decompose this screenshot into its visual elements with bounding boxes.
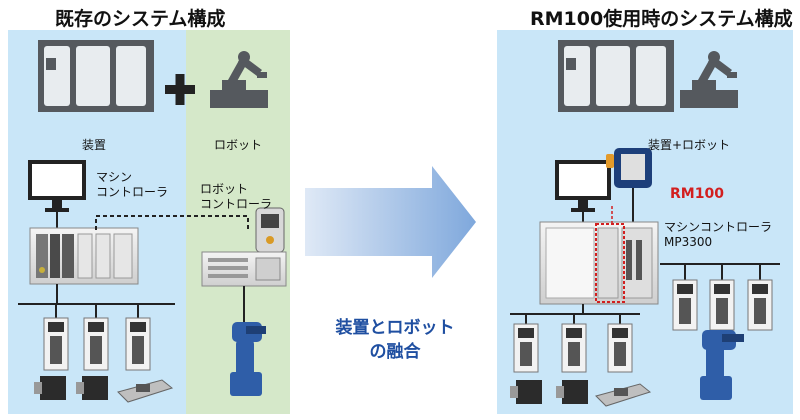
mp3300-controller-icon [539, 221, 659, 305]
rm100-highlight-box [595, 223, 625, 303]
servo-drive-icon [561, 323, 587, 373]
industrial-robot-icon [700, 330, 744, 400]
machine-controller-label: マシン コントローラ [96, 170, 168, 200]
plus-icon [165, 74, 195, 105]
monitor-icon [555, 160, 611, 212]
equipment-cabinet-icon [558, 40, 674, 112]
servo-drive-icon [672, 279, 698, 331]
robot-controller-icon [201, 251, 287, 287]
arrow-icon [305, 166, 476, 278]
robot-arm-icon [680, 51, 738, 108]
mp3300-label-line2: MP3300 [664, 235, 713, 249]
robot-arm-icon [210, 51, 268, 108]
teach-pendant-icon [606, 148, 652, 188]
mp3300-label-line1: マシンコントローラ [664, 220, 773, 234]
servo-motor-icon [556, 380, 588, 404]
equipment-label: 装置 [82, 138, 107, 152]
machine-controller-label-line1: マシン [96, 170, 133, 184]
equipment-cabinet-icon [38, 40, 154, 112]
fusion-caption-line1: 装置とロボット [335, 318, 455, 338]
servo-drive-icon [513, 323, 539, 373]
servo-drive-icon [709, 279, 735, 331]
machine-controller-label-line2: コントローラ [96, 185, 169, 199]
servo-drive-icon [43, 317, 69, 371]
linear-actuator-icon [117, 379, 174, 403]
left-title: 既存のシステム構成 [55, 8, 226, 30]
monitor-icon [28, 160, 86, 212]
teach-pendant-icon [255, 207, 285, 253]
robot-controller-label-line2: コントローラ [200, 197, 273, 211]
equipment-robot-label: 装置+ロボット [648, 138, 731, 152]
servo-drive-icon [125, 317, 151, 371]
robot-controller-label-line1: ロボット [200, 182, 249, 196]
servo-motor-icon [76, 376, 108, 400]
robot-label: ロボット [214, 138, 263, 152]
fusion-caption: 装置とロボット の融合 [305, 316, 485, 364]
servo-drive-icon [83, 317, 109, 371]
servo-motor-icon [34, 376, 66, 400]
servo-drive-icon [607, 323, 633, 373]
robot-controller-label: ロボット コントローラ [200, 182, 272, 212]
servo-motor-icon [510, 380, 542, 404]
industrial-robot-icon [230, 322, 266, 396]
rm100-label: RM100 [670, 186, 724, 202]
linear-actuator-icon [595, 383, 652, 407]
servo-drive-icon [747, 279, 773, 331]
mp3300-label: マシンコントローラ MP3300 [664, 220, 772, 250]
right-title: RM100使用時のシステム構成 [530, 8, 793, 30]
fusion-caption-line2: の融合 [369, 342, 421, 362]
machine-controller-icon [29, 227, 139, 285]
